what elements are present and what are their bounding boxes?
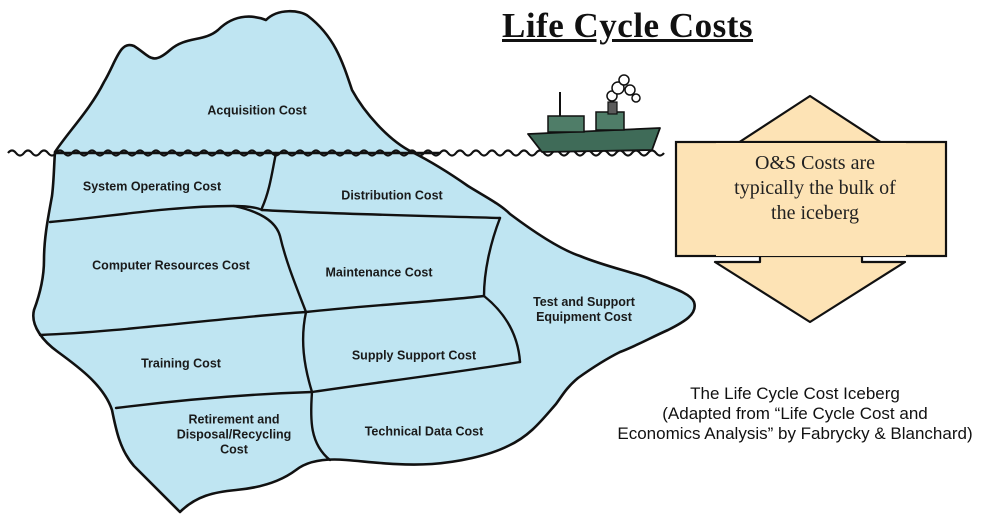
label-technical-data-cost: Technical Data Cost <box>364 424 484 439</box>
ship-funnel <box>607 101 618 115</box>
callout-text: O&S Costs are typically the bulk of the … <box>734 152 896 224</box>
label-supply-support-cost: Supply Support Cost <box>351 348 477 363</box>
page-title: Life Cycle Costs <box>502 6 754 45</box>
label-test-support-equipment-cost: Test and Support Equipment Cost <box>533 295 635 324</box>
iceberg-body <box>32 9 696 514</box>
ship-bridge <box>595 111 625 131</box>
label-system-operating-cost: System Operating Cost <box>82 179 222 194</box>
label-acquisition-cost: Acquisition Cost <box>207 103 307 118</box>
label-training-cost: Training Cost <box>141 356 221 371</box>
ship-cabin <box>547 115 585 133</box>
segment-dividers <box>38 151 522 462</box>
label-computer-resources-cost: Computer Resources Cost <box>92 258 250 273</box>
label-maintenance-cost: Maintenance Cost <box>325 265 433 280</box>
figure-caption: The Life Cycle Cost Iceberg (Adapted fro… <box>617 384 973 443</box>
label-distribution-cost: Distribution Cost <box>341 188 443 203</box>
smoke-puffs <box>606 74 641 103</box>
ship-illustration <box>527 74 661 153</box>
label-retirement-disposal-cost: Retirement and Disposal/Recycling Cost <box>176 412 292 457</box>
